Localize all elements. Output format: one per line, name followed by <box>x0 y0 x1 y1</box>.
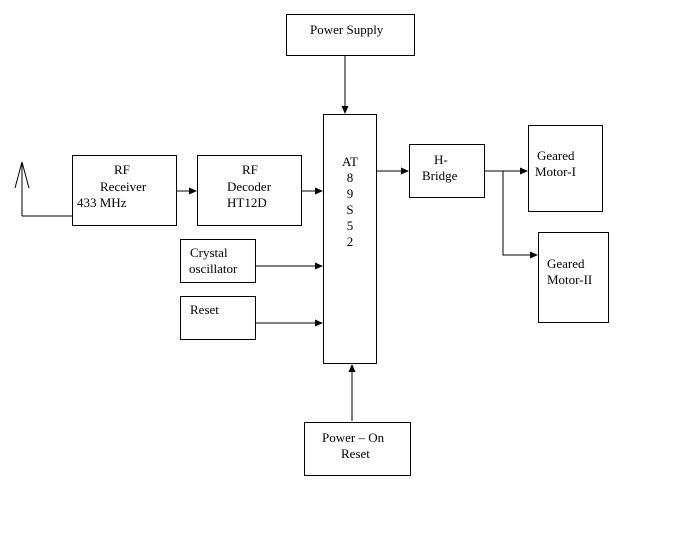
rf-decoder-label-line2: Decoder <box>227 179 272 194</box>
power-on-reset-label-line1: Power – On <box>322 430 385 445</box>
motor-2-label-line1: Geared <box>547 256 585 271</box>
rf-decoder-label-line3: HT12D <box>227 195 267 210</box>
rf-decoder-label-line1: RF <box>242 162 258 177</box>
rf-receiver-label-line1: RF <box>114 162 130 177</box>
crystal-oscillator-block: Crystal oscillator <box>180 239 256 283</box>
antenna-icon <box>14 161 72 217</box>
geared-motor-1-block: Geared Motor-I <box>528 125 603 212</box>
h-bridge-block: H- Bridge <box>409 144 485 198</box>
mcu-label-char: S <box>346 202 354 217</box>
crystal-label-line2: oscillator <box>189 261 238 276</box>
geared-motor-2-block: Geared Motor-II <box>538 232 609 323</box>
power-on-reset-label-line2: Reset <box>341 446 370 461</box>
rf-receiver-block: RF Receiver 433 MHz <box>72 155 177 226</box>
rf-receiver-label-line3: 433 MHz <box>77 195 127 210</box>
power-supply-block: Power Supply <box>286 14 415 56</box>
mcu-label-char: AT <box>342 154 358 169</box>
reset-block: Reset <box>180 296 256 340</box>
motor-2-label-line2: Motor-II <box>547 272 593 287</box>
h-bridge-label-line1: H- <box>434 152 448 167</box>
power-supply-label: Power Supply <box>310 22 384 37</box>
h-bridge-label-line2: Bridge <box>422 168 458 183</box>
microcontroller-block: AT 8 9 S 5 2 <box>323 114 377 364</box>
rf-receiver-label-line2: Receiver <box>100 179 147 194</box>
power-on-reset-block: Power – On Reset <box>304 422 411 476</box>
crystal-label-line1: Crystal <box>190 245 228 260</box>
arrow-hbridge-to-motor-2 <box>502 171 538 259</box>
mcu-label-char: 9 <box>346 186 354 201</box>
mcu-label-char: 5 <box>346 218 354 233</box>
mcu-label-char: 8 <box>346 170 354 185</box>
mcu-label-char: 2 <box>346 234 354 249</box>
motor-1-label-line2: Motor-I <box>535 164 576 179</box>
rf-decoder-block: RF Decoder HT12D <box>197 155 302 226</box>
reset-label: Reset <box>190 302 219 317</box>
motor-1-label-line1: Geared <box>537 148 575 163</box>
